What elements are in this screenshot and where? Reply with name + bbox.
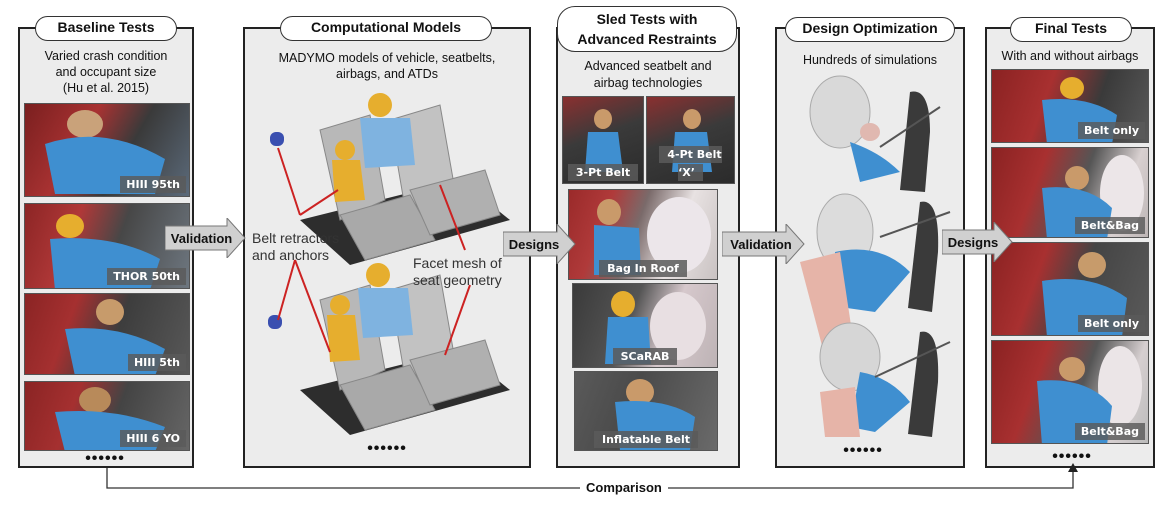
designs-arrow-2	[942, 222, 1013, 262]
model-vehicle-seats-diagram	[268, 93, 510, 435]
sled-tests-title-line1: Sled Tests with	[596, 11, 698, 27]
sled-photo-inflatable-belt: Inflatable Belt	[574, 371, 718, 451]
sled-desc-line1: Advanced seatbelt and	[584, 59, 712, 73]
comparison-label: Comparison	[580, 480, 668, 495]
final-photo-belt-bag-1: Belt&Bag	[991, 147, 1149, 238]
models-more-dots: ••••••	[367, 440, 407, 457]
tag-inflatable-belt: Inflatable Belt	[594, 431, 698, 448]
baseline-photo-hiii6yo: HIII 6 YO	[24, 381, 190, 451]
tag-final-belt-only-1: Belt only	[1077, 122, 1145, 139]
designs-label-1: Designs	[508, 237, 560, 252]
computational-models-title: Computational Models	[280, 16, 492, 41]
models-desc-line1: MADYMO models of vehicle, seatbelts,	[278, 51, 496, 65]
sled-desc-line2: airbag technologies	[593, 76, 703, 90]
sled-photo-4pt-belt: 4-Pt Belt ‘X’	[646, 96, 735, 184]
final-photo-belt-bag-2: Belt&Bag	[991, 340, 1149, 444]
tag-scarab: SCaRAB	[612, 348, 678, 365]
simulation-renderings	[800, 75, 951, 437]
tag-final-belt-only-2: Belt only	[1077, 315, 1145, 332]
tag-bag-in-roof: Bag In Roof	[599, 260, 687, 277]
tag-hiii-5th: HIII 5th	[127, 354, 186, 371]
design-optimization-title: Design Optimization	[785, 17, 955, 42]
tag-hiii-6yo: HIII 6 YO	[120, 430, 186, 447]
baseline-photo-hiii95: HIII 95th	[24, 103, 190, 197]
annotation-belt-retractors: Belt retractors and anchors	[252, 230, 340, 263]
final-more-dots: ••••••	[1052, 448, 1092, 465]
validation-arrow-1	[165, 218, 246, 258]
baseline-desc-line1: Varied crash condition	[44, 49, 168, 63]
validation-label-1: Validation	[170, 231, 233, 246]
tag-final-belt-bag-1: Belt&Bag	[1074, 217, 1145, 234]
sled-photo-bag-in-roof: Bag In Roof	[568, 189, 718, 280]
designs-label-2: Designs	[947, 235, 999, 250]
tag-thor-50th: THOR 50th	[107, 268, 186, 285]
sled-tests-title: Sled Tests with Advanced Restraints	[557, 6, 737, 52]
baseline-desc-line3: (Hu et al. 2015)	[62, 81, 150, 95]
baseline-more-dots: ••••••	[85, 450, 125, 467]
final-photo-belt-only-2: Belt only	[991, 242, 1149, 336]
models-desc-line2: airbags, and ATDs	[336, 67, 438, 81]
validation-label-2: Validation	[730, 237, 792, 252]
designs-arrow-1	[503, 224, 576, 264]
annotation-facet-mesh: Facet mesh of seat geometry	[413, 255, 502, 288]
final-photo-belt-only-1: Belt only	[991, 69, 1149, 143]
baseline-tests-title: Baseline Tests	[35, 16, 177, 41]
tag-3pt-belt: 3-Pt Belt	[567, 164, 639, 181]
optimization-desc: Hundreds of simulations	[802, 53, 938, 67]
baseline-photo-hiii5: HIII 5th	[24, 293, 190, 375]
tag-final-belt-bag-2: Belt&Bag	[1074, 423, 1145, 440]
sled-tests-title-line2: Advanced Restraints	[577, 31, 717, 47]
validation-arrow-2	[722, 224, 805, 264]
optimization-more-dots: ••••••	[843, 442, 883, 459]
final-tests-title: Final Tests	[1010, 17, 1132, 42]
tag-hiii-95th: HIII 95th	[120, 176, 186, 193]
sled-photo-scarab: SCaRAB	[572, 283, 718, 368]
sled-photo-3pt-belt: 3-Pt Belt	[562, 96, 644, 184]
final-desc: With and without airbags	[1001, 49, 1139, 63]
baseline-desc-line2: and occupant size	[55, 65, 157, 79]
